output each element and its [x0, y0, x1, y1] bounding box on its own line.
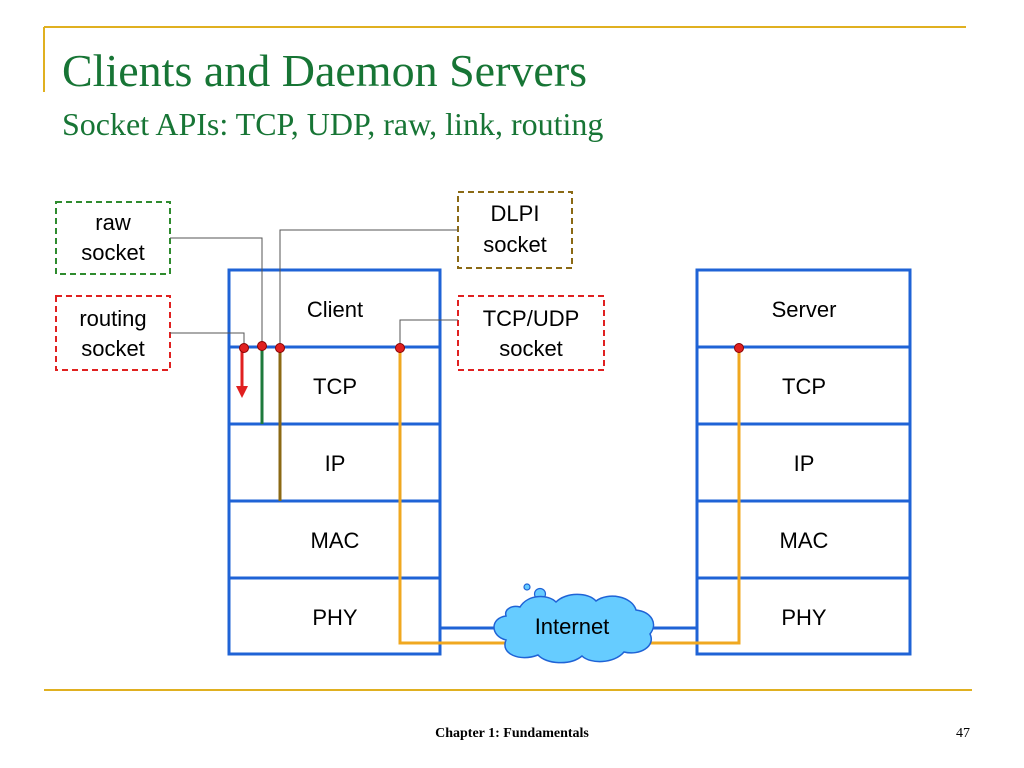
- client-tcpudp-path: [398, 348, 520, 645]
- tcpudp-socket-label: TCP/UDP socket: [457, 295, 605, 371]
- server-layer-phy: PHY: [781, 605, 827, 630]
- footer-chapter: Chapter 1: Fundamentals: [435, 726, 589, 741]
- cloud-body: [493, 593, 655, 664]
- tcpudp-socket-line2: socket: [499, 336, 563, 361]
- internet-label: Internet: [535, 614, 610, 639]
- routing-socket-box: [55, 295, 171, 371]
- client-layer-ip: IP: [325, 451, 346, 476]
- raw-socket-label: raw socket: [55, 201, 171, 275]
- raw-socket-endpoint: [257, 341, 267, 351]
- dlpi-socket-label: DLPI socket: [457, 191, 573, 269]
- client-layer-app: Client: [307, 297, 363, 322]
- internet-cloud: Internet: [493, 583, 655, 664]
- raw-socket-leader: [170, 237, 263, 346]
- tcpudp-socket-box: [457, 295, 605, 371]
- dlpi-socket-endpoint: [275, 343, 285, 353]
- routing-socket-line2: socket: [81, 336, 145, 361]
- server-stack: Server TCP IP MAC PHY: [695, 268, 912, 656]
- routing-socket-arrow-head: [236, 386, 248, 398]
- server-stack-frame: [695, 268, 912, 656]
- page-number: 47: [956, 726, 970, 741]
- server-layer-ip: IP: [794, 451, 815, 476]
- client-layer-tcp: TCP: [313, 374, 357, 399]
- server-layer-mac: MAC: [780, 528, 829, 553]
- server-tcpudp-path: [640, 348, 741, 645]
- routing-socket-endpoint: [239, 343, 249, 353]
- cloud-bubble-small: [523, 583, 531, 591]
- routing-socket-line1: routing: [79, 306, 146, 331]
- dlpi-socket-box: [457, 191, 573, 269]
- client-layer-mac: MAC: [311, 528, 360, 553]
- client-layer-phy: PHY: [312, 605, 358, 630]
- client-tcpudp-endpoint: [395, 343, 405, 353]
- routing-socket-label: routing socket: [55, 295, 171, 371]
- server-layer-tcp: TCP: [782, 374, 826, 399]
- slide-title: Clients and Daemon Servers: [62, 45, 588, 96]
- client-stack: Client TCP IP MAC PHY: [227, 268, 442, 656]
- tcpudp-socket-line1: TCP/UDP: [483, 306, 580, 331]
- server-tcpudp-endpoint: [734, 343, 744, 353]
- slide-subtitle: Socket APIs: TCP, UDP, raw, link, routin…: [62, 106, 604, 142]
- server-layer-app: Server: [772, 297, 837, 322]
- raw-socket-box: [55, 201, 171, 275]
- tcpudp-socket-leader: [399, 319, 458, 348]
- raw-socket-line2: socket: [81, 240, 145, 265]
- dlpi-socket-line2: socket: [483, 232, 547, 257]
- raw-socket-line1: raw: [95, 210, 131, 235]
- dlpi-socket-line1: DLPI: [491, 201, 540, 226]
- client-stack-frame: [227, 268, 442, 656]
- dlpi-socket-leader: [279, 229, 458, 348]
